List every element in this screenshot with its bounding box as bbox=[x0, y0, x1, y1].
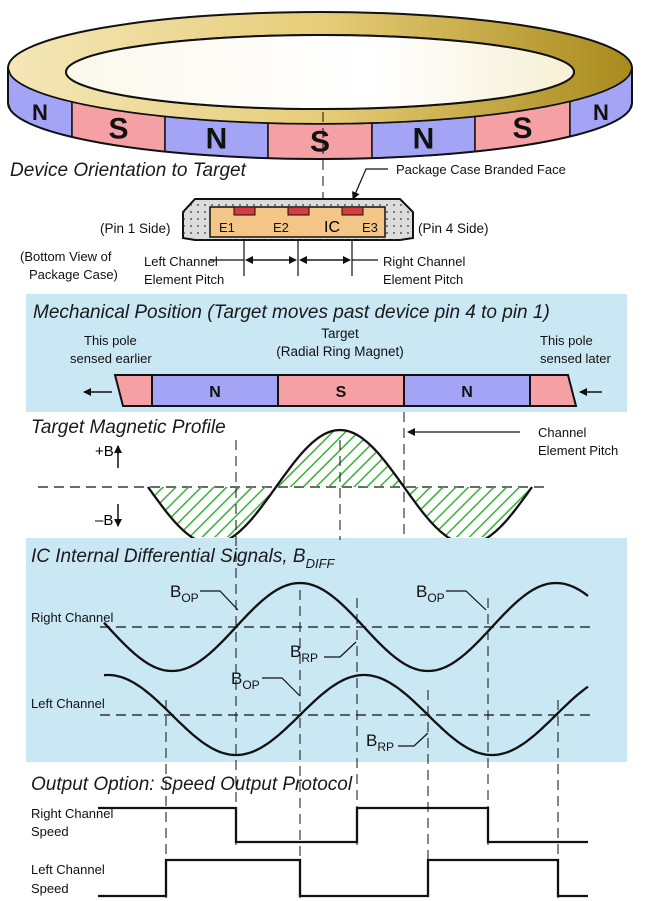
pin1-side-label: (Pin 1 Side) bbox=[100, 221, 171, 236]
left-speed-label-1: Left Channel bbox=[31, 862, 105, 877]
linear-target-magnet: N S N bbox=[113, 374, 578, 407]
brp-label-left: BRP bbox=[366, 731, 429, 754]
branded-face-leader bbox=[352, 168, 388, 200]
bop-label-left: BOP bbox=[231, 669, 301, 697]
target-label-1: Target bbox=[321, 326, 359, 341]
left-channel-signal bbox=[103, 673, 589, 757]
element-label-e1: E1 bbox=[219, 220, 235, 235]
later-note-2: sensed later bbox=[540, 351, 611, 366]
profile-b-axis: +B –B bbox=[95, 443, 122, 529]
plus-b-label: +B bbox=[95, 443, 114, 460]
element-label-e3: E3 bbox=[362, 220, 378, 235]
left-speed-label-2: Speed bbox=[31, 881, 69, 896]
svg-text:BOP: BOP bbox=[170, 582, 199, 605]
later-note-1: This pole bbox=[540, 333, 593, 348]
ring-pole-label-4: S bbox=[310, 126, 330, 159]
ring-outline bbox=[7, 68, 633, 160]
pitch-dimension-arrows bbox=[210, 240, 378, 276]
ring-pole-label-6: S bbox=[512, 112, 532, 145]
ring-pole-labels: N S N S N S N bbox=[32, 100, 609, 159]
element-label-e2: E2 bbox=[273, 220, 289, 235]
left-pitch-label-2: Element Pitch bbox=[144, 272, 224, 287]
minus-b-label: –B bbox=[95, 512, 113, 529]
output-title: Output Option: Speed Output Protocol bbox=[31, 774, 353, 795]
ring-pole-label-2: S bbox=[108, 112, 128, 145]
hall-element-e2 bbox=[287, 206, 310, 216]
svg-text:BOP: BOP bbox=[231, 669, 260, 692]
bottom-view-label-2: Package Case) bbox=[29, 267, 118, 282]
ring-inner-hole bbox=[65, 34, 575, 110]
ring-pole-label-7: N bbox=[593, 100, 609, 125]
differential-panel bbox=[26, 538, 627, 762]
mechanical-title: Mechanical Position (Target moves past d… bbox=[33, 302, 550, 323]
right-pitch-label-1: Right Channel bbox=[383, 254, 465, 269]
ring-pole-label-3: N bbox=[206, 122, 228, 155]
bop-label-right-2: BOP bbox=[416, 582, 487, 611]
ring-pole-label-1: N bbox=[32, 100, 48, 125]
right-channel-speed-output bbox=[98, 806, 588, 844]
target-pole-s: S bbox=[336, 384, 347, 401]
timing-guide-lines bbox=[165, 112, 559, 898]
hall-element-e1 bbox=[233, 206, 256, 216]
orientation-title: Device Orientation to Target bbox=[10, 160, 247, 181]
target-pole-n-right: N bbox=[461, 384, 473, 401]
profile-title: Target Magnetic Profile bbox=[31, 417, 226, 438]
channel-pitch-label-2: Element Pitch bbox=[538, 443, 618, 458]
target-pole-n-left: N bbox=[209, 384, 221, 401]
hall-element-e3 bbox=[341, 206, 364, 216]
package-case: E1 E2 IC E3 bbox=[182, 198, 414, 241]
earlier-note-1: This pole bbox=[84, 333, 137, 348]
element-label-ic: IC bbox=[324, 219, 340, 236]
right-channel-label: Right Channel bbox=[31, 610, 113, 625]
right-speed-label-1: Right Channel bbox=[31, 806, 113, 821]
pin4-side-label: (Pin 4 Side) bbox=[418, 221, 489, 236]
svg-text:BRP: BRP bbox=[290, 642, 318, 665]
left-channel-speed-output bbox=[98, 858, 588, 898]
ring-pole-label-5: N bbox=[413, 122, 435, 155]
earlier-note-2: sensed earlier bbox=[70, 351, 152, 366]
svg-text:BOP: BOP bbox=[416, 582, 445, 605]
svg-text:BRP: BRP bbox=[366, 731, 394, 754]
ring-magnet: N S N S N S N bbox=[6, 11, 634, 160]
right-channel-signal bbox=[103, 581, 589, 673]
branded-face-label: Package Case Branded Face bbox=[396, 162, 566, 177]
channel-pitch-label-1: Channel bbox=[538, 425, 587, 440]
right-pitch-label-2: Element Pitch bbox=[383, 272, 463, 287]
left-channel-label: Left Channel bbox=[31, 696, 105, 711]
differential-title: IC Internal Differential Signals, BDIFF bbox=[31, 546, 336, 571]
target-label-2: (Radial Ring Magnet) bbox=[276, 344, 404, 359]
left-pitch-label-1: Left Channel bbox=[144, 254, 218, 269]
bottom-view-label-1: (Bottom View of bbox=[20, 249, 112, 264]
brp-label-right: BRP bbox=[290, 641, 357, 665]
right-speed-label-2: Speed bbox=[31, 824, 69, 839]
bop-label-right-1: BOP bbox=[170, 582, 239, 611]
profile-hatch-negative bbox=[148, 487, 532, 537]
